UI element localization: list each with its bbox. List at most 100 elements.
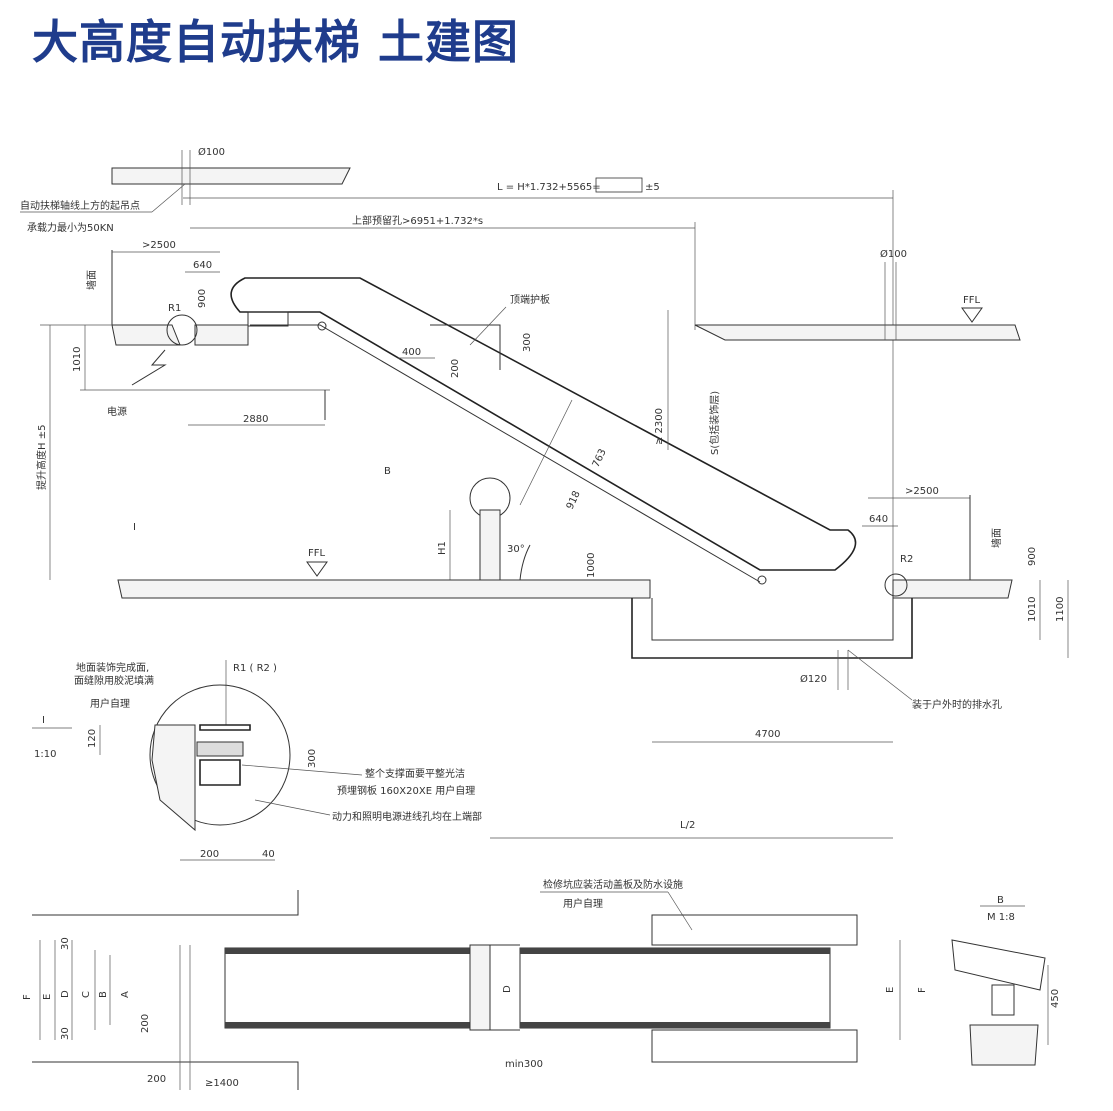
detail-i-label: I xyxy=(42,715,45,726)
power-label: 电源 xyxy=(107,405,127,418)
detail-note1: 地面装饰完成面, xyxy=(76,661,149,674)
pit-note: 检修坑应装活动盖板及防水设施 xyxy=(543,878,683,891)
upper-opening-label: 上部预留孔>6951+1.732*s xyxy=(352,214,483,227)
d1010-top-label: 1010 xyxy=(72,347,83,372)
drain-dia-label: Ø120 xyxy=(800,673,827,685)
plan-skirt-left-top xyxy=(225,948,470,954)
detail-scale-label: 1:10 xyxy=(34,749,56,760)
plan-skirt-right-top xyxy=(520,948,830,954)
d1100-label: 1100 xyxy=(1055,597,1066,622)
wall-right-label: 墙面 xyxy=(990,528,1003,548)
detail-r-label: R1 ( R2 ) xyxy=(233,663,277,674)
detail-view-b: B M 1:8 450 xyxy=(951,895,1061,1066)
b-detail-title: B xyxy=(997,895,1004,906)
plan-200b-label: 200 xyxy=(147,1074,166,1085)
top-guard-label: 顶端护板 xyxy=(510,293,550,306)
detail-embedded-plate xyxy=(196,741,244,757)
plan-outline-left-bottom xyxy=(32,1061,299,1090)
d200-detail-label: 200 xyxy=(200,849,219,860)
plan-30b-label: 30 xyxy=(60,1027,71,1040)
d1000-label: 1000 xyxy=(586,553,597,578)
plan-column xyxy=(469,944,491,1031)
d300-label: 300 xyxy=(522,333,533,352)
plan-f2-label: F xyxy=(917,987,928,993)
ffl-top-label: FFL xyxy=(963,295,981,306)
lower-pit xyxy=(631,598,913,659)
d918-label: 918 xyxy=(565,489,583,511)
plan-view: 检修坑应装活动盖板及防水设施 用户自理 30 30 F E D C B A 20… xyxy=(22,878,928,1090)
s-finish-label: S(包括装饰层) xyxy=(708,391,721,455)
d400-label: 400 xyxy=(402,347,421,358)
upper-floor-edge xyxy=(194,324,249,346)
plan-f-label: F xyxy=(22,994,33,1000)
lower-floor-left xyxy=(117,579,651,599)
pit-inner xyxy=(651,598,894,641)
elevation-view: Ø100 L = H*1.732+5565= ±5 自动扶梯轴线上方的起吊点 承… xyxy=(20,146,1069,839)
plan-steps-left xyxy=(224,947,471,1029)
ceiling-slab xyxy=(111,167,351,185)
upper-pivot xyxy=(317,321,327,331)
d4700-label: 4700 xyxy=(755,729,780,740)
plan-skirt-left-bottom xyxy=(225,1022,470,1028)
plan-ge1400-label: ≥1400 xyxy=(205,1078,239,1089)
top-900-label: 900 xyxy=(197,289,208,308)
lower-floor-right xyxy=(892,579,1013,599)
plan-200a-label: 200 xyxy=(140,1014,151,1033)
user-handle1: 用户自理 xyxy=(90,697,130,710)
detail-bracket xyxy=(199,724,251,786)
b-detail-support xyxy=(991,984,1015,1016)
roman-i-label: I xyxy=(133,522,136,533)
lifting-load-note: 承载力最小为50KN xyxy=(27,221,114,234)
half-l-label: L/2 xyxy=(680,820,695,831)
d2880-label: 2880 xyxy=(243,414,268,425)
upper-step-box xyxy=(247,311,289,327)
middle-column xyxy=(479,509,501,581)
b-mark-label: B xyxy=(384,466,391,477)
cable-note: 动力和照明电源进线孔均在上端部 xyxy=(332,810,482,823)
ffl-bottom-label: FFL xyxy=(308,548,326,559)
escalator-handrail xyxy=(250,324,761,583)
total-length-label: L = H*1.732+5565= xyxy=(497,182,601,193)
bot-ge2500-label: >2500 xyxy=(905,486,939,497)
detail-view-i: 地面装饰完成面, 面缝隙用胶泥填满 用户自理 R1 ( R2 ) I 1:10 … xyxy=(32,660,482,861)
plan-c-label: C xyxy=(81,991,92,998)
drain-note: 装于户外时的排水孔 xyxy=(912,698,1002,711)
plan-min300-label: min300 xyxy=(505,1059,543,1070)
b-detail-450-label: 450 xyxy=(1050,989,1061,1008)
angle-arc xyxy=(519,544,531,581)
detail-note2: 面缝隙用胶泥填满 xyxy=(74,674,154,687)
lower-pivot xyxy=(757,575,767,585)
right-hole-dia-label: Ø100 xyxy=(880,248,907,260)
wall-left-label: 墙面 xyxy=(85,270,98,290)
d40-detail-label: 40 xyxy=(262,849,275,860)
plan-30a-label: 30 xyxy=(60,937,71,950)
detail-circle xyxy=(149,684,291,826)
bot-900-label: 900 xyxy=(1027,547,1038,566)
plan-steps-right xyxy=(519,947,831,1029)
top-hole-dia-label: Ø100 xyxy=(198,146,225,158)
r1-label: R1 xyxy=(168,303,181,314)
d300-detail-label: 300 xyxy=(307,749,318,768)
length-value-box xyxy=(595,177,643,193)
upper-floor-left xyxy=(111,324,181,346)
d200-label: 200 xyxy=(450,359,461,378)
user-handle2: 用户自理 xyxy=(563,897,603,910)
plan-d-label: D xyxy=(60,990,71,998)
plan-e-label: E xyxy=(42,994,53,1000)
tolerance-label: ±5 xyxy=(645,182,660,193)
plan-pit-top xyxy=(651,914,858,946)
detail-concrete xyxy=(151,724,196,832)
support-note: 整个支撑面要平整光洁 xyxy=(365,767,465,780)
plate-note: 预埋钢板 160X20XE 用户自理 xyxy=(337,784,475,797)
plan-skirt-right-bottom xyxy=(520,1022,830,1028)
lifting-point-note: 自动扶梯轴线上方的起吊点 xyxy=(20,199,140,212)
break-line xyxy=(131,349,167,386)
top-ge2500-label: >2500 xyxy=(142,240,176,251)
page-title: 大高度自动扶梯 土建图 xyxy=(32,15,520,69)
angle-label: 30° xyxy=(507,544,525,555)
upper-floor-right xyxy=(694,324,1021,341)
plan-d2-label: D xyxy=(502,985,513,993)
plan-e2-label: E xyxy=(885,987,896,993)
h1-label: H1 xyxy=(437,541,448,555)
